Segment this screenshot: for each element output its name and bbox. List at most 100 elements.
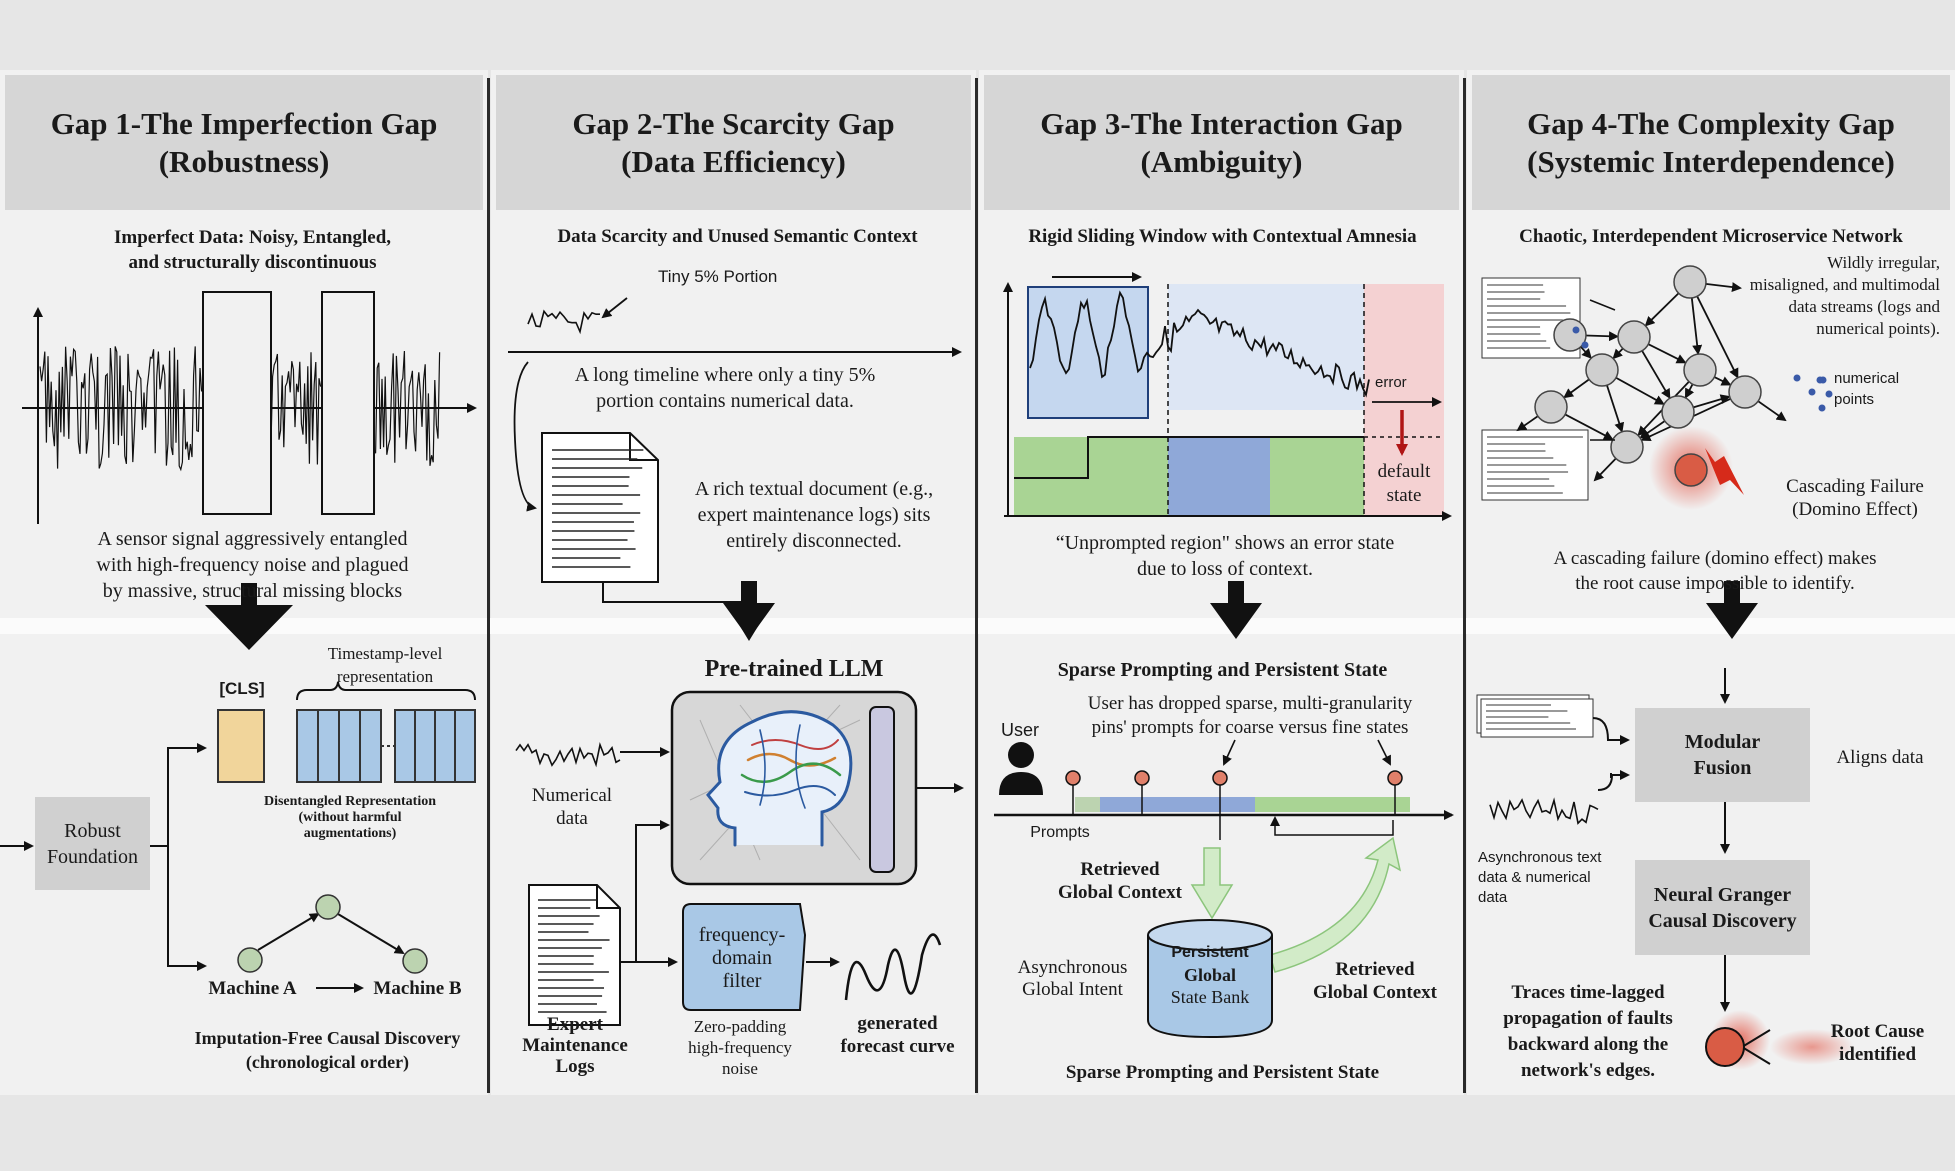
gap-1-subtitle-line: and structurally discontinuous	[128, 252, 377, 273]
retrieved-context-line: Retrieved	[1080, 859, 1160, 880]
timeline-caption-line: A long timeline where only a tiny 5%	[574, 364, 876, 386]
state-bank-line: Global	[1183, 965, 1236, 985]
timestamp-label-line: Timestamp-level	[327, 644, 443, 663]
gap-4-caption: A cascading failure (domino effect) make…	[1480, 546, 1950, 596]
prompts-label: Prompts	[1030, 824, 1090, 841]
traces-line: backward along the	[1507, 1034, 1669, 1055]
wild-streams-line: Wildly irregular,	[1827, 253, 1940, 272]
async-intent-label: Asynchronous Global Intent	[1000, 957, 1145, 1001]
user-pins-caption: User has dropped sparse, multi-granulari…	[1040, 692, 1460, 740]
numerical-data-line: data	[556, 808, 588, 829]
gap-3-header: Gap 3-The Interaction Gap (Ambiguity)	[984, 75, 1459, 210]
cascade-line: (Domino Effect)	[1792, 499, 1918, 520]
gap-4-title-sub: (Systemic Interdependence)	[1527, 143, 1895, 179]
state-bank-line: Persistent	[1171, 944, 1249, 961]
user-pins-line: pins' prompts for coarse versus fine sta…	[1091, 717, 1409, 738]
panel-1-background	[0, 70, 488, 1095]
document-caption-line: expert maintenance logs) sits	[697, 504, 931, 526]
retrieved-context-right: Retrieved Global Context	[1290, 958, 1460, 1004]
root-cause-label: Root Cause identified	[1810, 1020, 1945, 1066]
gap-1-bottom-label: Imputation-Free Causal Discovery (chrono…	[165, 1026, 490, 1074]
wild-streams-line: numerical points).	[1816, 319, 1940, 338]
panel-divider-3	[1463, 78, 1466, 1093]
async-data-label: Asynchronous text data & numerical data	[1478, 848, 1638, 908]
forecast-label: generated forecast curve	[820, 1012, 975, 1058]
numeric-snippet-top	[527, 309, 600, 335]
llm-title: Pre-trained LLM	[704, 656, 884, 682]
wild-streams-line: misaligned, and multimodal	[1749, 275, 1940, 294]
service-node	[1553, 318, 1587, 352]
gap-1-caption-line: with high-frequency noise and plagued	[96, 554, 409, 576]
gap-1-bottom-line: Imputation-Free Causal Discovery	[194, 1028, 461, 1048]
zero-padding-line: noise	[722, 1059, 758, 1078]
async-data-line: data	[1478, 889, 1508, 906]
gap-1-caption: A sensor signal aggressively entangled w…	[30, 526, 475, 604]
default-state-line: default	[1377, 461, 1431, 482]
document-caption-line: A rich textual document (e.g.,	[694, 478, 934, 500]
down-arrow-1	[205, 583, 293, 650]
service-node	[1610, 430, 1644, 464]
microservice-network	[1481, 265, 1833, 510]
expert-logs-line: Logs	[555, 1056, 595, 1077]
traces-line: Traces time-lagged	[1511, 982, 1665, 1003]
neural-granger-box: Neural Granger Causal Discovery	[1635, 860, 1810, 955]
retrieved-context-line: Global Context	[1057, 882, 1183, 903]
frequency-filter-box	[682, 903, 807, 1011]
timestamp-tokens	[296, 709, 476, 783]
timestamp-label: Timestamp-level representation	[290, 642, 480, 688]
gap-1-subtitle: Imperfect Data: Noisy, Entangled, and st…	[40, 225, 465, 275]
frequency-filter-line: frequency-	[698, 924, 786, 946]
lightning-icon	[1705, 448, 1744, 495]
numerical-points-line: numerical	[1834, 370, 1900, 387]
default-state-line: state	[1386, 485, 1422, 506]
document-caption: A rich textual document (e.g., expert ma…	[664, 476, 964, 554]
service-node	[1683, 353, 1717, 387]
down-arrow-4	[1706, 581, 1758, 639]
missing-block-1	[202, 291, 272, 515]
state-bank-cylinder	[1147, 919, 1273, 1039]
robust-foundation-line: Foundation	[46, 845, 139, 868]
gap-4-title: Gap 4-The Complexity Gap	[1527, 105, 1895, 141]
default-state-label: default state	[1364, 460, 1444, 508]
down-arrow-2	[723, 581, 775, 639]
sparse-prompting-title: Sparse Prompting and Persistent State	[1057, 659, 1388, 681]
gap-1-caption-line: A sensor signal aggressively entangled	[97, 528, 408, 550]
robust-foundation-box: Robust Foundation	[35, 797, 150, 890]
disentangled-label: Disentangled Representation (without har…	[210, 794, 490, 842]
gap-3-bottom-label: Sparse Prompting and Persistent State	[1065, 1062, 1380, 1083]
gap-2-title-sub: (Data Efficiency)	[621, 143, 846, 179]
panel-divider-1	[487, 78, 490, 1093]
noisy-signal-plot	[22, 291, 477, 524]
async-intent-line: Global Intent	[1022, 979, 1123, 1000]
user-icon	[999, 742, 1043, 795]
gap-1-header: Gap 1-The Imperfection Gap (Robustness)	[5, 75, 483, 210]
service-node	[1617, 320, 1651, 354]
failed-service-node	[1674, 453, 1708, 487]
state-bank-label: Persistent Global State Bank	[1148, 942, 1272, 1008]
wild-streams-line: data streams (logs and	[1788, 297, 1940, 316]
traces-line: network's edges.	[1520, 1060, 1656, 1081]
retrieve-arrow-down	[1190, 847, 1234, 920]
zero-padding-line: Zero-padding	[693, 1017, 787, 1036]
neural-granger-line: Causal Discovery	[1648, 909, 1797, 932]
robust-foundation-line: Robust	[64, 819, 121, 842]
machine-b-label: Machine B	[373, 978, 462, 999]
wild-streams-label: Wildly irregular, misaligned, and multim…	[1735, 252, 1940, 340]
gap-1-title: Gap 1-The Imperfection Gap	[50, 105, 438, 141]
disentangled-line: augmentations)	[303, 826, 397, 841]
retrieve-arrow-up	[1269, 836, 1402, 973]
zero-padding-label: Zero-padding high-frequency noise	[670, 1016, 810, 1079]
numerical-data-label: Numerical data	[512, 784, 632, 830]
gap-2-header: Gap 2-The Scarcity Gap (Data Efficiency)	[496, 75, 971, 210]
modular-fusion-line: Modular	[1684, 731, 1761, 753]
async-intent-line: Asynchronous	[1017, 957, 1128, 978]
gap-4-header: Gap 4-The Complexity Gap (Systemic Inter…	[1472, 75, 1950, 210]
numerical-points-line: points	[1834, 391, 1875, 408]
forecast-curve	[844, 933, 942, 1001]
traces-line: propagation of faults	[1503, 1008, 1673, 1029]
traces-label: Traces time-lagged propagation of faults…	[1478, 980, 1698, 1084]
expert-logs-label: Expert Maintenance Logs	[500, 1014, 650, 1077]
document-caption-line: entirely disconnected.	[726, 530, 902, 552]
